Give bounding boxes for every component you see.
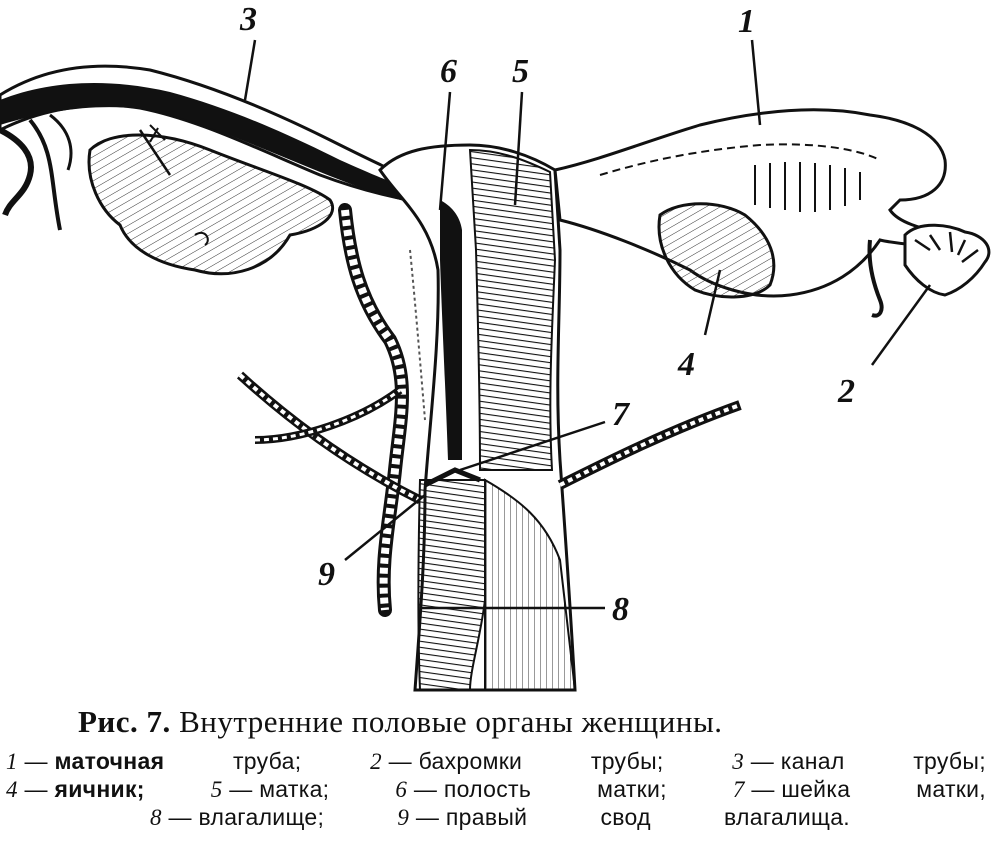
caption-title-text: Внутренние половые органы женщины. — [179, 704, 723, 739]
legend-number: 1 — [6, 749, 18, 774]
figure-caption: Рис. 7. Внутренние половые органы женщин… — [0, 700, 1000, 848]
legend-number: 6 — [395, 777, 408, 802]
fimbriae — [867, 223, 991, 318]
label-3: 3 — [239, 1, 257, 38]
legend-entry: 4 — яичник; — [6, 776, 145, 802]
caption-title: Рис. 7. Внутренние половые органы женщин… — [78, 704, 723, 740]
legend-entry: 1 — маточная — [6, 748, 165, 774]
legend-text: трубы; — [590, 748, 664, 774]
label-4: 4 — [677, 346, 695, 383]
caption-fig-label: Рис. 7. — [78, 704, 171, 739]
label-5: 5 — [512, 53, 529, 90]
legend-number: 8 — [150, 805, 162, 830]
legend-text: полость — [443, 776, 532, 802]
label-6: 6 — [440, 53, 457, 90]
legend-text: канал — [780, 748, 845, 774]
label-7: 7 — [612, 396, 631, 433]
label-9: 9 — [318, 556, 335, 593]
label-1: 1 — [738, 3, 755, 40]
caption-line-3: 8 — влагалище; 9 — правый свод влагалища. — [150, 804, 850, 831]
legend-entry: труба; — [233, 748, 301, 775]
legend-entry: 5 — матка; — [210, 776, 330, 802]
leader-lines — [243, 39, 932, 610]
legend-entry: 9 — правый — [397, 804, 528, 830]
legend-entry: свод — [600, 804, 650, 831]
label-8: 8 — [612, 591, 629, 628]
legend-number: 5 — [210, 777, 223, 802]
legend-entry: 7 — шейка — [732, 776, 851, 802]
legend-entry: трубы; — [913, 748, 986, 775]
legend-text: матки, — [916, 776, 986, 802]
legend-text: яичник; — [54, 776, 145, 802]
legend-text: шейка — [781, 776, 851, 802]
label-2: 2 — [837, 373, 855, 410]
legend-number: 2 — [370, 749, 382, 774]
right-ligament — [557, 400, 742, 490]
legend-entry: 2 — бахромки — [370, 748, 523, 774]
legend-number: 4 — [6, 777, 18, 802]
legend-text: влагалище; — [198, 804, 325, 830]
left-ligament — [236, 203, 423, 617]
legend-text: маточная — [54, 748, 165, 774]
legend-text: матка; — [259, 776, 330, 802]
left-ovary — [87, 124, 334, 276]
right-ovary — [657, 202, 776, 299]
legend-entry: трубы; — [591, 748, 664, 775]
legend-text: матки; — [597, 776, 667, 802]
legend-entry: 8 — влагалище; — [150, 804, 325, 830]
legend-text: труба; — [232, 748, 302, 774]
legend-entry: 6 — полость — [395, 776, 532, 802]
uterus — [378, 143, 577, 692]
caption-line-1: 1 — маточная труба; 2 — бахромки трубы; 3 — … — [6, 748, 986, 775]
legend-text: свод — [600, 804, 651, 830]
legend-entry: матки, — [916, 776, 986, 803]
legend-entry: влагалища. — [724, 804, 850, 831]
anatomy-diagram: 1 2 3 4 5 6 7 8 9 — [0, 1, 991, 692]
legend-text: влагалища. — [724, 804, 850, 830]
legend-entry: 3 — канал — [732, 748, 845, 774]
caption-line-2: 4 — яичник; 5 — матка; 6 — полость матки; 7 … — [6, 776, 986, 803]
legend-text: правый — [445, 804, 528, 830]
legend-number: 3 — [732, 749, 745, 774]
legend-number: 7 — [732, 777, 745, 802]
legend-entry: матки; — [597, 776, 667, 803]
legend-text: трубы; — [913, 748, 986, 774]
legend-number: 9 — [397, 805, 410, 830]
legend-text: бахромки — [418, 748, 523, 774]
